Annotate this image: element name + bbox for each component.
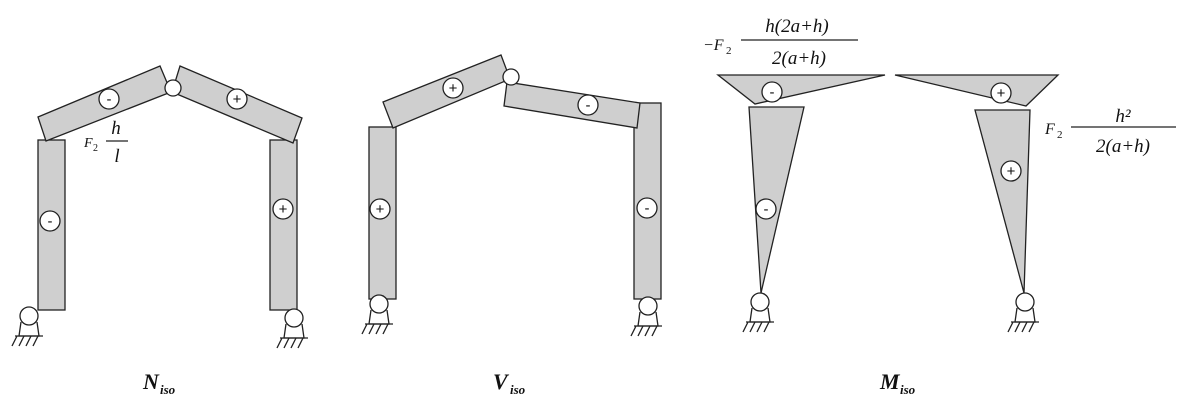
m-sign-plus-top: +: [990, 82, 1012, 104]
n-sign-minus-column: -: [39, 210, 61, 232]
n-right-support-icon: [276, 308, 309, 349]
svg-text:+: +: [1007, 163, 1016, 180]
svg-text:+: +: [233, 91, 242, 108]
v-sign-plus-column: +: [369, 198, 391, 220]
n-left-support-icon: [11, 306, 44, 347]
svg-text:-: -: [107, 91, 112, 108]
svg-text:-: -: [764, 201, 769, 218]
v-diagram: + - + - V iso: [361, 54, 663, 397]
v-right-rafter: [503, 81, 641, 129]
m-sign-minus-top: -: [761, 81, 783, 103]
svg-text:-: -: [48, 213, 53, 230]
svg-text:2: 2: [726, 45, 732, 57]
svg-text:h(2a+h): h(2a+h): [765, 16, 828, 37]
m-right-top-triangle: [894, 74, 1060, 107]
n-title: N iso: [142, 369, 176, 397]
m-left-top-triangle: [716, 74, 886, 105]
svg-text:iso: iso: [510, 382, 526, 397]
m-diagram: - + - + −F 2 h(2a+h) 2(a+h) F 2 h² 2(a+h…: [703, 16, 1176, 397]
v-sign-minus-rafter: -: [577, 94, 599, 116]
m-right-support-icon: [1007, 292, 1040, 333]
n-apex-hinge: [164, 79, 182, 97]
svg-text:2(a+h): 2(a+h): [1096, 136, 1150, 157]
m-right-column-triangle: [974, 109, 1031, 294]
v-apex-hinge: [502, 68, 520, 86]
svg-text:iso: iso: [900, 382, 916, 397]
m-sign-plus-column: +: [1000, 160, 1022, 182]
n-diagram: - + - + F 2 h l N iso: [11, 65, 309, 397]
m-right-formula: F 2 h² 2(a+h): [1044, 106, 1176, 157]
n-sign-plus-rafter: +: [226, 88, 248, 110]
svg-text:h: h: [111, 118, 121, 139]
svg-text:+: +: [449, 80, 458, 97]
n-right-column: [269, 139, 298, 311]
svg-text:M: M: [879, 369, 901, 394]
v-sign-minus-column: -: [636, 197, 658, 219]
m-left-column-triangle: [748, 106, 805, 294]
svg-text:N: N: [142, 369, 160, 394]
svg-text:F: F: [83, 136, 93, 151]
m-left-support-icon: [742, 292, 775, 333]
m-sign-minus-column: -: [755, 198, 777, 220]
svg-text:+: +: [997, 85, 1006, 102]
svg-text:V: V: [493, 369, 510, 394]
n-label-formula: F 2 h l: [83, 118, 128, 167]
svg-text:2: 2: [1057, 129, 1063, 141]
v-sign-plus-rafter: +: [442, 77, 464, 99]
svg-text:2: 2: [93, 143, 98, 154]
svg-text:−F: −F: [703, 37, 724, 54]
svg-text:iso: iso: [160, 382, 176, 397]
svg-text:-: -: [645, 200, 650, 217]
v-right-support-icon: [630, 296, 663, 337]
svg-text:h²: h²: [1115, 106, 1131, 127]
m-left-formula: −F 2 h(2a+h) 2(a+h): [703, 16, 858, 69]
svg-text:-: -: [586, 97, 591, 114]
svg-text:F: F: [1044, 121, 1055, 138]
svg-text:+: +: [376, 201, 385, 218]
svg-text:-: -: [770, 84, 775, 101]
n-sign-plus-column: +: [272, 198, 294, 220]
svg-text:l: l: [114, 146, 119, 167]
v-left-support-icon: [361, 294, 394, 335]
n-sign-minus-rafter: -: [98, 88, 120, 110]
svg-text:+: +: [279, 201, 288, 218]
svg-text:2(a+h): 2(a+h): [772, 48, 826, 69]
v-title: V iso: [493, 369, 526, 397]
m-title: M iso: [879, 369, 916, 397]
